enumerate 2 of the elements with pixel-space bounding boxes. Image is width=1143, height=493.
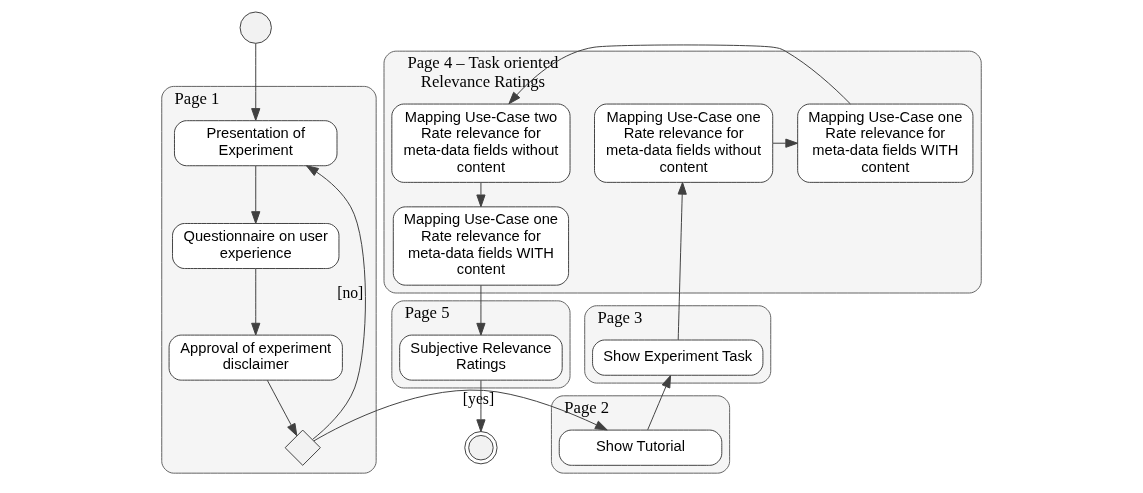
edge-label: [no] [337,283,364,301]
edge-label: [yes] [462,390,495,408]
